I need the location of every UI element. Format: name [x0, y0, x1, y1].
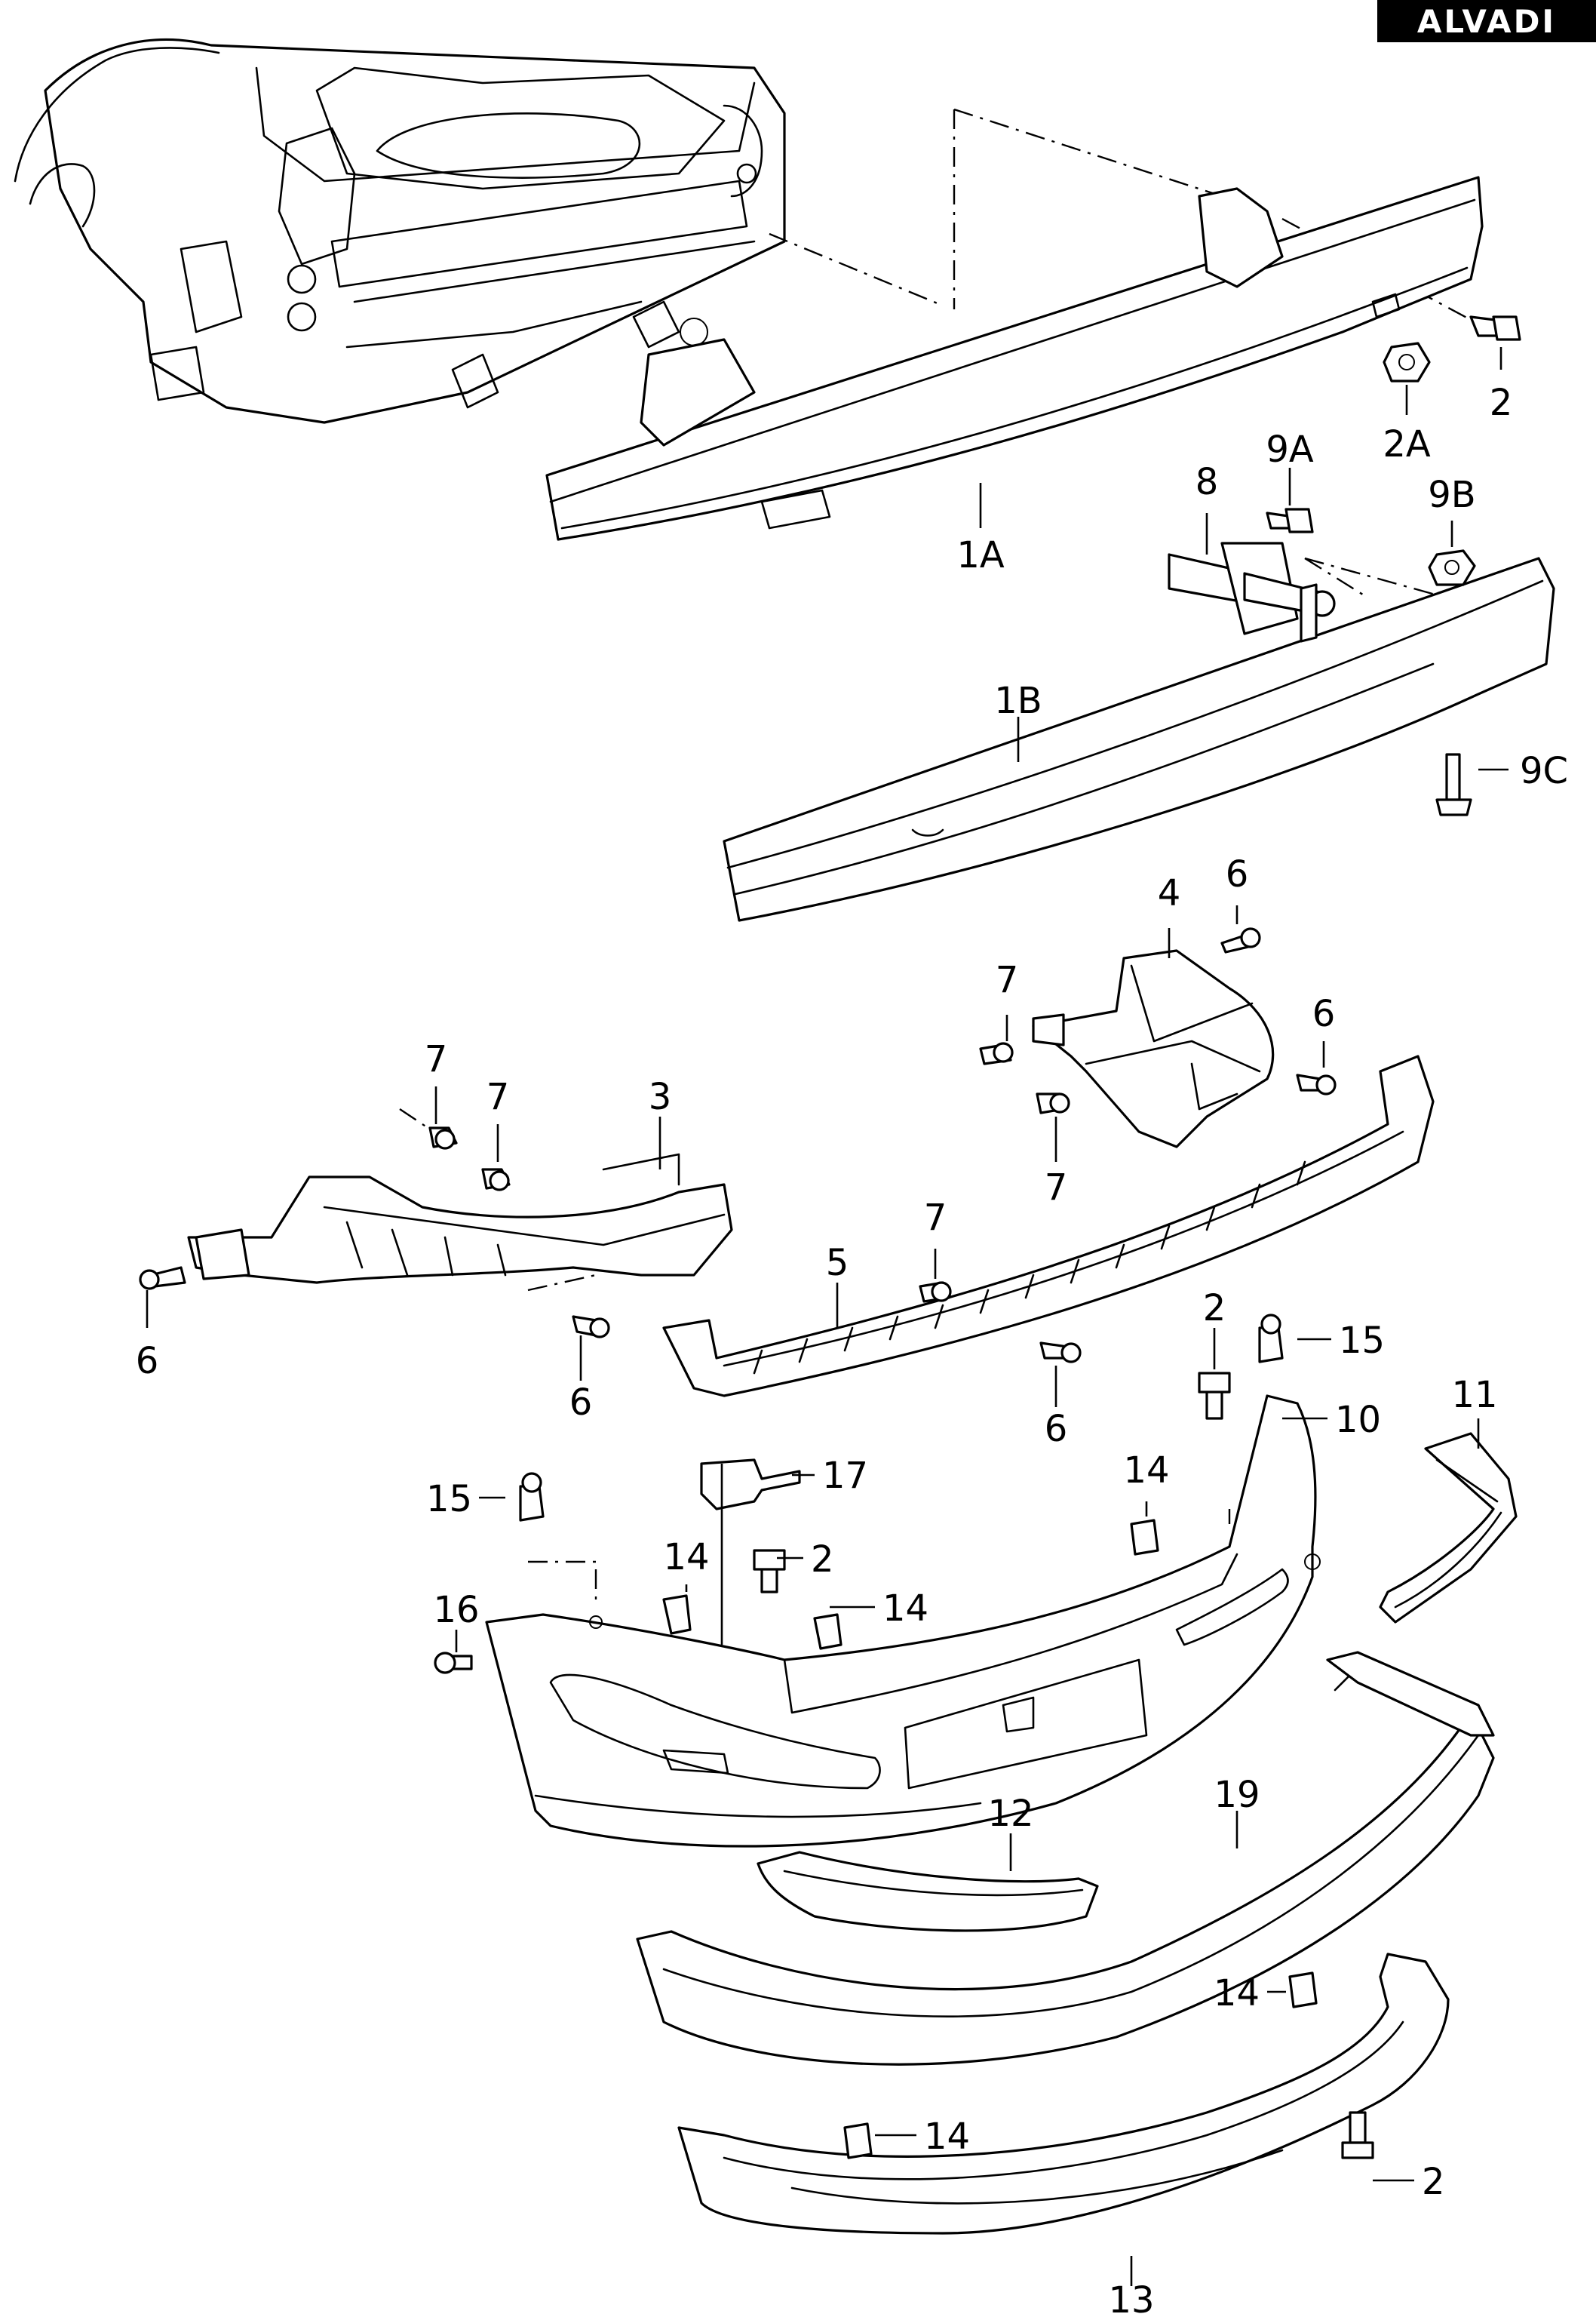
label-6-upper-right: 6: [1226, 853, 1249, 896]
label-15-right: 15: [1339, 1320, 1385, 1362]
label-7-e: 7: [924, 1197, 947, 1239]
label-7-a: 7: [425, 1038, 448, 1080]
leader-lines: [146, 347, 1509, 2286]
label-2a: 2A: [1383, 423, 1431, 466]
part-2a-nut: [1383, 342, 1431, 383]
label-16: 16: [433, 1589, 479, 1631]
label-9a: 9A: [1266, 429, 1314, 471]
part-8-mount-bolt: [1168, 542, 1336, 643]
label-9c: 9C: [1520, 750, 1568, 792]
label-2-top: 2: [1490, 382, 1513, 424]
label-14-center: 14: [882, 1587, 928, 1630]
part-14-clip-nut-d: [1288, 1971, 1318, 2008]
part-7-clip-c: [979, 1042, 1014, 1065]
part-12-center-trim: [757, 1851, 1099, 1932]
part-14-clip-nut-a: [662, 1594, 692, 1635]
label-15-left: 15: [426, 1478, 472, 1520]
part-11-side-trim: [1379, 1432, 1518, 1624]
label-4: 4: [1158, 872, 1181, 914]
label-12: 12: [987, 1793, 1033, 1835]
label-2-bottom: 2: [1422, 2161, 1445, 2203]
part-13-lower-spoiler: [677, 1953, 1450, 2235]
part-2-screw-mid-a: [1198, 1372, 1231, 1420]
part-15-clip-b: [1258, 1314, 1284, 1363]
label-9b: 9B: [1428, 474, 1475, 516]
part-15-clip-a: [519, 1472, 545, 1522]
label-14-left: 14: [663, 1536, 709, 1578]
label-7-c: 7: [996, 959, 1019, 1001]
part-1b-bumper-bar: [723, 557, 1555, 922]
label-17: 17: [822, 1455, 868, 1497]
part-7-clip-b: [481, 1168, 511, 1191]
label-11: 11: [1451, 1374, 1497, 1416]
label-2-center: 2: [811, 1538, 834, 1581]
label-10: 10: [1335, 1399, 1381, 1441]
part-6-screw-e: [1296, 1074, 1337, 1096]
part-14-clip-nut-e: [843, 2122, 873, 2159]
label-14-lower-right: 14: [1214, 1972, 1260, 2014]
part-9c-bolt: [1435, 753, 1472, 816]
part-2-screw-top: [1469, 315, 1521, 341]
part-10-bumper-cover: [485, 1394, 1321, 1848]
part-17-bracket: [700, 1458, 801, 1510]
label-13: 13: [1108, 2279, 1154, 2317]
label-8: 8: [1195, 461, 1219, 503]
part-6-screw-d: [1220, 927, 1261, 954]
part-5-guide-strip: [662, 1055, 1435, 1397]
part-7-clip-a: [428, 1126, 458, 1150]
part-9b-nut: [1428, 549, 1476, 586]
brand-logo: ALVADI: [1377, 0, 1596, 42]
part-6-screw-b: [572, 1315, 610, 1338]
label-1b: 1B: [994, 680, 1042, 722]
part-16-screw: [434, 1652, 473, 1674]
label-14-upper-right: 14: [1123, 1449, 1169, 1492]
part-9a-bolt: [1266, 508, 1314, 533]
label-6-left: 6: [136, 1340, 159, 1382]
part-4-right-bracket: [1032, 949, 1275, 1148]
label-6-lower-left: 6: [569, 1381, 593, 1424]
label-7-d: 7: [1045, 1166, 1068, 1209]
part-2-screw-bottom: [1341, 2111, 1374, 2159]
part-19-lower-trim: [636, 1651, 1495, 2066]
part-7-clip-e: [919, 1281, 952, 1303]
label-19: 19: [1214, 1774, 1260, 1816]
label-1a: 1A: [956, 534, 1005, 576]
rear-body-structure: [14, 38, 786, 424]
label-5: 5: [826, 1242, 849, 1284]
label-7-b: 7: [486, 1076, 510, 1118]
part-14-clip-nut-b: [813, 1613, 843, 1650]
label-2-mid: 2: [1203, 1287, 1226, 1329]
part-7-clip-d: [1036, 1092, 1070, 1114]
part-6-screw-c: [1039, 1341, 1082, 1363]
part-14-clip-nut-c: [1130, 1519, 1159, 1556]
part-3-left-bracket: [187, 1153, 733, 1284]
label-6-right: 6: [1312, 993, 1336, 1035]
label-6-center: 6: [1045, 1408, 1068, 1450]
part-6-screw-a: [139, 1266, 186, 1290]
part-2-screw-mid-b: [753, 1549, 786, 1593]
label-3: 3: [649, 1076, 672, 1118]
label-14-bottom: 14: [924, 2116, 970, 2158]
part-1a-impact-bar: [545, 176, 1484, 541]
